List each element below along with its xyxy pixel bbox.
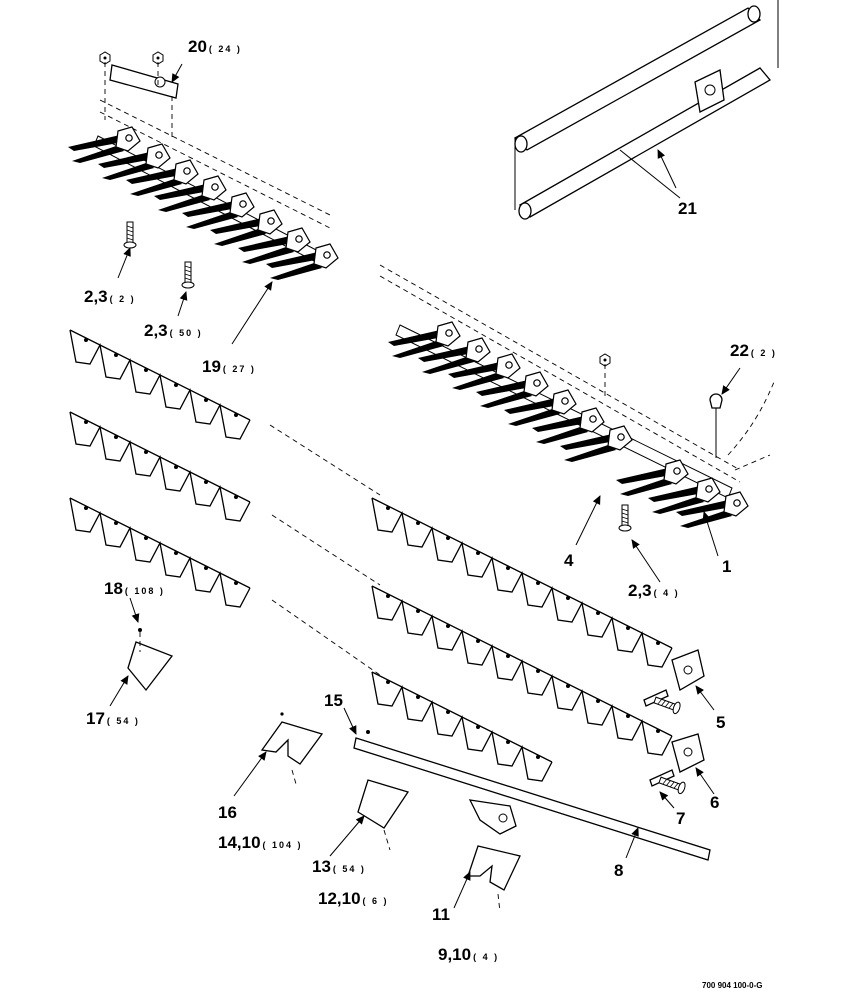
rivet-hole	[566, 684, 570, 688]
rivet-hole	[84, 338, 88, 342]
rivet-hole	[506, 654, 510, 658]
rivet-hole	[386, 594, 390, 598]
drawing-code: 700 904 100-0-G	[702, 981, 763, 990]
callout-14-10: 14,10( 104 )	[218, 833, 303, 852]
rivet-hole	[536, 755, 540, 759]
rivet-hole	[446, 710, 450, 714]
rivet-hole	[626, 714, 630, 718]
callout-18: 18( 108 )	[104, 579, 165, 598]
rivet-hole	[234, 581, 238, 585]
knife-back-bar-8	[353, 730, 711, 861]
callout-1: 1	[722, 557, 731, 576]
rivet-hole	[204, 398, 208, 402]
callout-22: 22( 2 )	[730, 341, 777, 360]
knife-section-11	[467, 845, 521, 913]
rivet-hole	[536, 669, 540, 673]
sickle-teeth	[69, 411, 251, 522]
callout-21: 21	[678, 199, 697, 218]
rivet-hole	[416, 695, 420, 699]
rivet-hole	[476, 725, 480, 729]
knife-head-6	[649, 733, 705, 787]
knife-head-5	[643, 649, 705, 707]
rivet-hole	[234, 495, 238, 499]
rivet-hole	[386, 506, 390, 510]
rivet-hole	[446, 536, 450, 540]
guard-assembly-right	[379, 264, 776, 532]
leader-arrows	[109, 63, 741, 909]
callout-16: 16	[218, 803, 237, 822]
rivet-hole	[114, 521, 118, 525]
sickle-bar-middle-right	[371, 585, 673, 756]
rivet-hole	[476, 551, 480, 555]
rivet-hole	[144, 368, 148, 372]
rivet-hole	[174, 551, 178, 555]
rivet-hole	[174, 465, 178, 469]
pipe-assembly	[513, 0, 779, 220]
sickle-back-edge	[69, 411, 251, 503]
sickle-back-edge	[371, 585, 673, 737]
rivet-hole	[174, 383, 178, 387]
callout-17: 17( 54 )	[86, 709, 140, 728]
sickle-back-edge	[371, 497, 673, 649]
callout-8: 8	[614, 861, 623, 880]
sickle-bar-lower-right	[371, 671, 553, 782]
callout-13: 13( 54 )	[312, 857, 366, 876]
rivet-hole	[626, 626, 630, 630]
callout-20: 20( 24 )	[188, 37, 242, 56]
sickle-teeth	[371, 671, 553, 782]
rivet-hole	[596, 611, 600, 615]
callout-19: 19( 27 )	[202, 357, 256, 376]
callout-4: 4	[564, 551, 574, 570]
rivet-hole	[476, 639, 480, 643]
callout-12-10: 12,10( 6 )	[318, 889, 389, 908]
knife-section-16	[260, 712, 324, 785]
sickle-bar-upper-right	[371, 497, 673, 668]
callout-7: 7	[676, 809, 685, 828]
rivet-hole	[446, 624, 450, 628]
sickle-bar-lower-left	[69, 497, 251, 608]
rivet-hole	[656, 729, 660, 733]
callout-2-3-b: 2,3( 50 )	[144, 321, 203, 340]
sickle-back-edge	[69, 497, 251, 589]
sickle-back-edge	[371, 671, 553, 763]
rivet-hole	[596, 699, 600, 703]
sickle-bar-middle-left	[69, 411, 251, 522]
rivet-hole	[204, 566, 208, 570]
rivet-hole	[204, 480, 208, 484]
rivet-hole	[144, 450, 148, 454]
callout-15: 15	[324, 691, 343, 710]
knife-section-17	[127, 628, 174, 692]
callout-2-3-a: 2,3( 2 )	[84, 287, 136, 306]
rivet-hole	[144, 536, 148, 540]
sickle-bars-left	[69, 329, 251, 608]
rivet-hole	[416, 521, 420, 525]
rivet-hole	[536, 581, 540, 585]
callout-5: 5	[716, 713, 725, 732]
knife-section-13	[357, 779, 410, 851]
sickle-back-edge	[69, 329, 251, 421]
sickle-teeth	[69, 329, 251, 440]
rivet-hole	[84, 420, 88, 424]
sickle-bars-right	[371, 497, 673, 782]
callout-6: 6	[710, 793, 719, 812]
rivet-hole	[84, 506, 88, 510]
rivet-hole	[114, 435, 118, 439]
rivet-hole	[506, 566, 510, 570]
rivet-hole	[506, 740, 510, 744]
callout-11: 11	[432, 905, 450, 924]
rivet-hole	[386, 680, 390, 684]
rivet-hole	[114, 353, 118, 357]
callout-9-10: 9,10( 4 )	[438, 945, 499, 964]
guard-assembly-left	[67, 51, 339, 289]
sickle-bar-upper-left	[69, 329, 251, 440]
rivet-hole	[234, 413, 238, 417]
rivet-hole	[566, 596, 570, 600]
rivet-hole	[416, 609, 420, 613]
callout-labels: 20( 24 ) 21 2,3( 2 ) 2,3( 50 ) 19( 27 ) …	[84, 37, 777, 990]
callout-2-3-c: 2,3( 4 )	[628, 581, 680, 600]
rivet-hole	[656, 641, 660, 645]
